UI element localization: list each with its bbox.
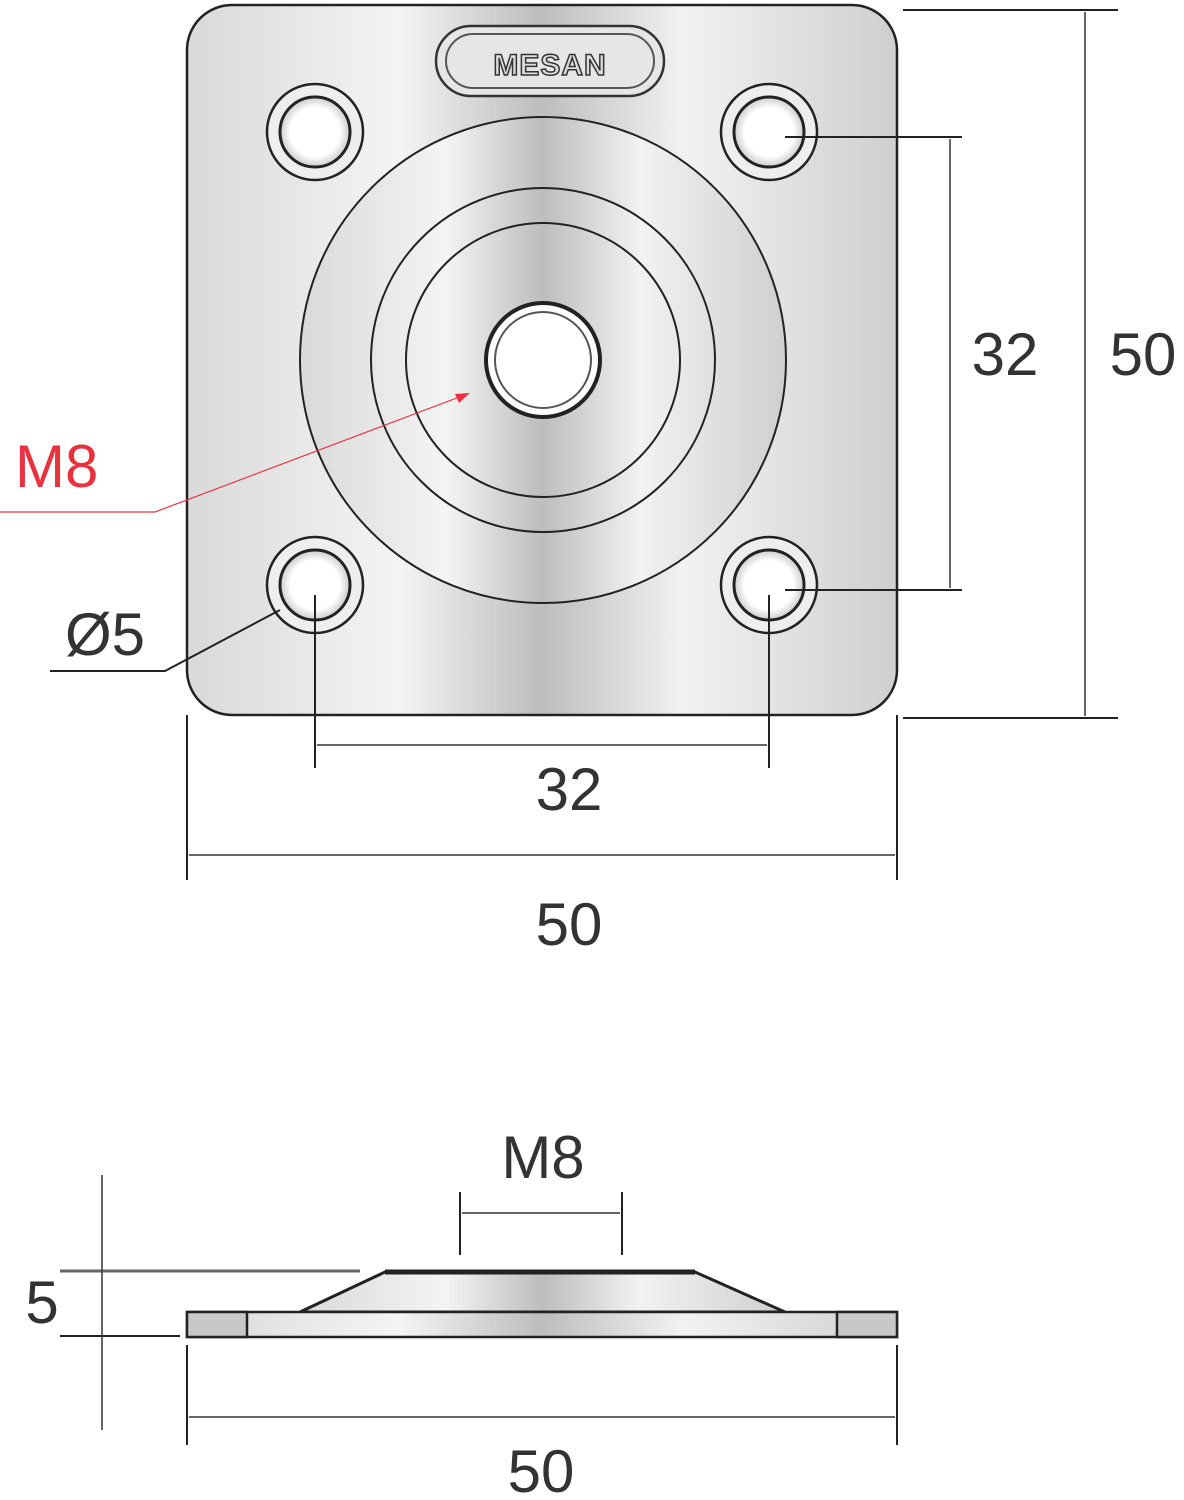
mounting-hole (719, 535, 819, 635)
side-width-dimension: 50 (186, 1345, 898, 1500)
svg-text:Ø5: Ø5 (65, 601, 145, 668)
svg-text:32: 32 (536, 756, 603, 823)
logo: MESAN (434, 24, 666, 98)
side-boss (299, 1270, 786, 1314)
svg-text:M8: M8 (501, 1124, 584, 1191)
overall-width-dimension: 50 (186, 715, 898, 958)
top-view: MESAN M8 Ø5 (0, 3, 1177, 958)
mounting-hole (265, 82, 365, 182)
side-thread-dimension: M8 (459, 1124, 623, 1255)
svg-text:50: 50 (508, 1438, 575, 1500)
mounting-hole (719, 82, 819, 182)
thread-callout: M8 (0, 393, 470, 513)
mounting-holes (265, 82, 819, 635)
hole-diameter-callout: Ø5 (50, 601, 281, 672)
hole-spacing-vertical-dimension: 32 (785, 136, 1039, 591)
mounting-hole (265, 535, 365, 635)
side-view: M8 5 50 (25, 1124, 899, 1500)
center-boss (299, 116, 787, 604)
svg-text:50: 50 (1110, 321, 1177, 388)
svg-text:MESAN: MESAN (493, 49, 606, 82)
thickness-dimension: 5 (25, 1175, 360, 1430)
hole-spacing-horizontal-dimension: 32 (314, 595, 770, 823)
svg-text:32: 32 (972, 321, 1039, 388)
overall-height-dimension: 50 (903, 9, 1177, 719)
svg-text:5: 5 (25, 1269, 58, 1336)
side-plate (185, 1310, 899, 1339)
svg-text:M8: M8 (15, 433, 98, 500)
svg-text:50: 50 (536, 891, 603, 958)
